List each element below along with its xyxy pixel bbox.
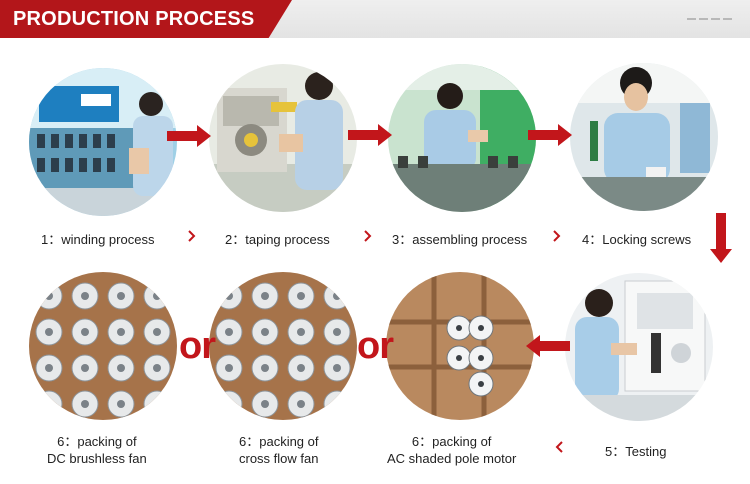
dc-brushless-fan-packing-photo <box>29 272 177 420</box>
label-line: AC shaded pole motor <box>387 451 517 466</box>
step-label-taping: 2：taping process <box>225 232 330 247</box>
step-label-testing: 5：Testing <box>605 444 667 459</box>
arrow-right-icon <box>348 124 392 146</box>
arrow-down-icon <box>710 213 732 263</box>
locking-screws-photo <box>570 63 718 211</box>
header-decoration <box>687 14 733 24</box>
step-label-packing-dc-brushless-fan: 6：packing of DC brushless fan <box>47 433 147 467</box>
ac-shaded-pole-motor-packing-photo <box>386 272 534 420</box>
testing-photo <box>565 273 713 421</box>
or-separator: or <box>357 325 394 367</box>
or-separator: or <box>179 325 216 367</box>
arrow-right-icon <box>528 124 572 146</box>
chevron-right-icon <box>188 230 196 242</box>
winding-machine-photo <box>29 68 177 216</box>
arrow-left-icon <box>526 335 570 357</box>
cross-flow-fan-packing-photo <box>209 272 357 420</box>
label-line: cross flow fan <box>239 451 319 466</box>
header-title-bar <box>0 0 292 38</box>
assembly-line-photo <box>388 64 536 212</box>
page-title: PRODUCTION PROCESS <box>13 8 255 30</box>
label-line: 6：packing of <box>57 434 137 449</box>
chevron-left-icon <box>555 441 563 453</box>
label-line: DC brushless fan <box>47 451 147 466</box>
step-label-packing-ac-shaded-pole-motor: 6：packing of AC shaded pole motor <box>387 433 516 467</box>
step-label-packing-cross-flow-fan: 6：packing of cross flow fan <box>239 433 319 467</box>
step-label-locking-screws: 4：Locking screws <box>582 232 692 247</box>
step-label-assembling: 3：assembling process <box>392 232 528 247</box>
chevron-right-icon <box>364 230 372 242</box>
arrow-right-icon <box>167 125 211 147</box>
chevron-right-icon <box>553 230 561 242</box>
taping-machine-photo <box>209 64 357 212</box>
label-line: 6：packing of <box>239 434 319 449</box>
label-line: 6：packing of <box>411 434 492 449</box>
step-label-winding: 1：winding process <box>41 232 155 247</box>
